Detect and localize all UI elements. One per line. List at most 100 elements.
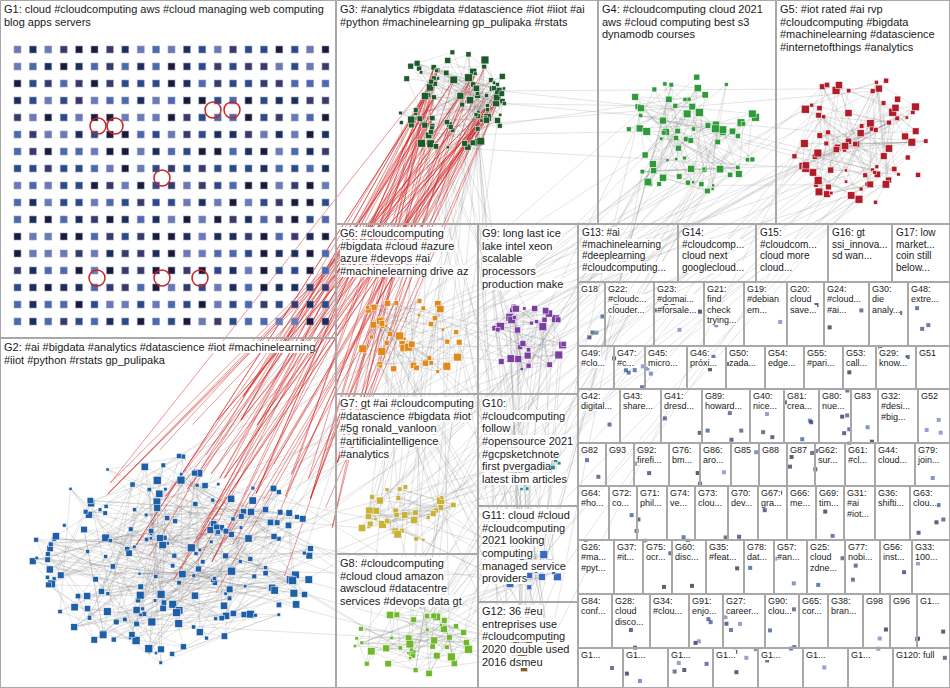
group-box: G22: #cloudc... clouder... <box>605 282 654 346</box>
group-box: G1... <box>848 648 893 688</box>
vertex-dot <box>761 430 765 434</box>
group-label: G25: cloud zdne... <box>810 542 837 573</box>
group-box: G64: #ho... <box>578 486 609 540</box>
group-box: G86: aro... <box>700 443 731 486</box>
group-label: G40: nice... <box>753 391 777 411</box>
group-box: G69: tim... <box>816 486 844 540</box>
vertex-dot <box>788 465 792 469</box>
group-label: G19: #debian em... <box>747 284 779 315</box>
group-label: G24: #cloud... #ai... <box>827 284 861 315</box>
group-box: G77: nobi... <box>845 540 880 594</box>
vertex-dot <box>744 656 748 660</box>
vertex-dot <box>738 622 742 626</box>
group-label: G14: #cloudcomp... cloud next googleclou… <box>682 227 744 273</box>
vertex-dot <box>590 331 594 335</box>
group-label: G66: me... <box>790 488 810 508</box>
group-box: G33: 100... <box>912 540 950 594</box>
vertex-dot <box>698 310 702 314</box>
group-label: G96 <box>893 596 910 606</box>
vertex-dot <box>677 328 681 332</box>
vertex-dot <box>859 308 863 312</box>
group-label: G34: #clou... <box>653 596 682 616</box>
group-box: G56: inst... <box>880 540 912 594</box>
group-box: G1... <box>578 648 623 688</box>
group-label: G87 <box>790 445 807 455</box>
vertex-dot <box>842 431 846 435</box>
vertex-dot <box>729 628 733 632</box>
group-label: G1... <box>761 650 781 660</box>
group-label: G8: #cloudcomputing #cloud cloud amazon … <box>340 557 462 607</box>
group-label: G85 <box>734 445 751 455</box>
group-box: G14: #cloudcomp... cloud next googleclou… <box>678 224 756 282</box>
group-box: G8: #cloudcomputing #cloud cloud amazon … <box>336 554 478 688</box>
group-label: G72: co... <box>612 488 632 508</box>
vertex-dot <box>596 475 600 479</box>
vertex-dot <box>810 451 814 455</box>
group-box: G72: co... <box>609 486 637 540</box>
group-label: G4: #cloudcomputing cloud 2021 aws #clou… <box>602 3 763 40</box>
group-label: G61: #cl... <box>848 445 868 465</box>
group-label: G43: share... <box>623 391 653 411</box>
group-label: G41: dresd... <box>664 391 694 411</box>
group-box: G55: #pari... <box>804 346 843 389</box>
group-box: G30: die analy... <box>869 282 908 346</box>
group-label: G20: cloud save... <box>790 284 817 315</box>
group-box: G28: cloud disco... <box>612 594 650 648</box>
group-box: G80: nue... <box>819 389 851 443</box>
group-label: G44: cloud... <box>878 445 907 465</box>
group-label: G18 <box>581 284 598 294</box>
vertex-dot <box>748 566 752 570</box>
vertex-dot <box>941 518 945 522</box>
vertex-dot <box>920 327 924 331</box>
vertex-dot <box>866 425 870 429</box>
group-box: G62: sur... <box>815 443 845 486</box>
group-label: G29: know... <box>879 348 907 368</box>
group-box: G84: conf... <box>578 594 612 648</box>
group-box: G25: cloud zdne... <box>807 540 845 594</box>
group-box: G34: #clou... <box>650 594 689 648</box>
group-label: G2: #ai #bigdata #analytics #datascience… <box>4 341 315 366</box>
group-box: G48: extre... <box>908 282 950 346</box>
vertex-dot <box>845 413 849 417</box>
group-box: G74: ve... <box>667 486 695 540</box>
group-box: G87 <box>787 443 815 486</box>
group-box: G45: micro... <box>645 346 687 389</box>
vertex-dot <box>754 450 758 454</box>
group-box: G85 <box>731 443 759 486</box>
vertex-dot <box>735 566 739 570</box>
vertex-dot <box>768 628 772 632</box>
group-label: G84: conf... <box>581 596 606 616</box>
group-box: G6: #cloudcomputing #bigdata #cloud #azu… <box>336 224 478 394</box>
group-label: G62: sur... <box>818 445 838 465</box>
group-label: G88 <box>762 445 779 455</box>
group-label: G60: disc... <box>675 542 699 562</box>
group-label: G83 <box>854 391 871 401</box>
group-box: G2: #ai #bigdata #analytics #datascience… <box>0 338 336 688</box>
vertex-dot <box>673 669 677 673</box>
vertex-dot <box>809 420 813 424</box>
group-label: G70: dev... <box>731 488 752 508</box>
group-box: G13: #ai #machinelearning #deeplearning … <box>578 224 678 282</box>
vertex-dot <box>854 564 858 568</box>
group-box: G60: disc... <box>672 540 706 594</box>
vertex-dot <box>625 672 629 676</box>
group-box: G44: cloud... <box>875 443 915 486</box>
vertex-dot <box>770 435 774 439</box>
group-label: G69: tim... <box>819 488 839 508</box>
group-label: G46: próxi... <box>690 348 717 368</box>
group-box: G75: ocr... <box>643 540 672 594</box>
group-label: G33: 100... <box>915 542 938 562</box>
group-box: G18 <box>578 282 605 346</box>
vertex-dot <box>915 306 919 310</box>
group-label: G15: #cloudcom... cloud more cloud... <box>760 227 817 273</box>
group-label: G75: ocr... <box>646 542 666 562</box>
group-label: G45: micro... <box>648 348 678 368</box>
group-box: G1... <box>803 648 848 688</box>
vertex-dot <box>585 458 589 462</box>
group-label: G1... <box>716 650 736 660</box>
vertex-dot <box>594 331 598 335</box>
vertex-dot <box>694 641 698 645</box>
group-label: G1... <box>581 650 601 660</box>
vertex-dot <box>633 368 637 372</box>
group-label: G89: howard... <box>705 391 742 411</box>
